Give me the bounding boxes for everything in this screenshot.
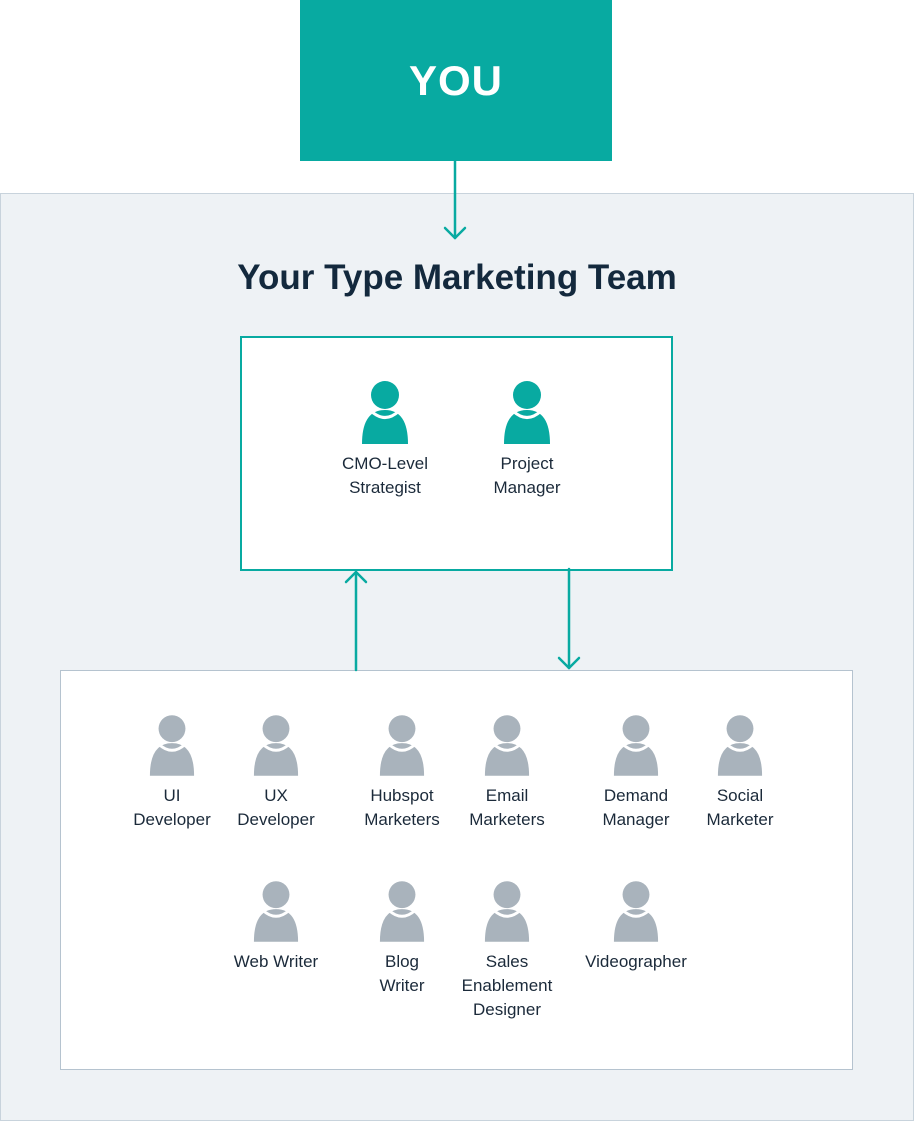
person-icon	[613, 715, 659, 776]
you-box: YOU	[300, 0, 612, 161]
leaders-box	[240, 336, 673, 571]
person-icon	[717, 715, 763, 776]
person-sales-enablement-designer: Sales Enablement Designer	[447, 880, 567, 1022]
person-hubspot-marketers: Hubspot Marketers	[352, 714, 452, 832]
member-label: Email Marketers	[469, 786, 545, 829]
member-label: Demand Manager	[602, 786, 670, 829]
person-project-manager: Project Manager	[467, 380, 587, 500]
person-icon	[253, 715, 299, 776]
member-label: UI Developer	[133, 786, 211, 829]
person-icon	[149, 715, 195, 776]
person-cmo-strategist: CMO-Level Strategist	[325, 380, 445, 500]
member-label: Hubspot Marketers	[364, 786, 440, 829]
arrow-leaders-to-members-head	[557, 656, 581, 670]
member-label: Web Writer	[233, 952, 319, 971]
person-icon	[253, 881, 299, 942]
member-label: UX Developer	[237, 786, 315, 829]
leader-label: CMO-Level Strategist	[342, 454, 428, 497]
arrow-members-to-leaders-head	[344, 570, 368, 584]
person-icon	[504, 381, 550, 444]
person-videographer: Videographer	[571, 880, 701, 974]
leader-label: Project Manager	[493, 454, 561, 497]
arrow-you-to-team-head	[443, 226, 467, 240]
person-icon	[613, 881, 659, 942]
member-label: Social Marketer	[706, 786, 774, 829]
members-box	[60, 670, 853, 1070]
person-icon	[362, 381, 408, 444]
person-icon	[379, 715, 425, 776]
person-social-marketer: Social Marketer	[690, 714, 790, 832]
person-icon	[484, 715, 530, 776]
member-label: Blog Writer	[379, 952, 425, 995]
member-label: Videographer	[585, 952, 687, 971]
person-web-writer: Web Writer	[216, 880, 336, 974]
you-label: YOU	[408, 56, 503, 104]
person-email-marketers: Email Marketers	[457, 714, 557, 832]
person-ux-developer: UX Developer	[226, 714, 326, 832]
member-label: Sales Enablement Designer	[461, 952, 553, 1019]
person-icon	[484, 881, 530, 942]
person-icon	[379, 881, 425, 942]
person-ui-developer: UI Developer	[122, 714, 222, 832]
team-title: Your Type Marketing Team	[237, 258, 677, 297]
person-demand-manager: Demand Manager	[586, 714, 686, 832]
person-blog-writer: Blog Writer	[352, 880, 452, 998]
